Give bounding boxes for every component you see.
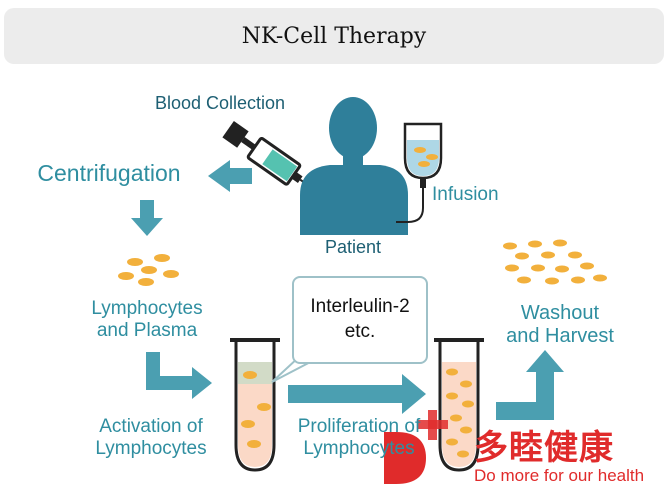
brand-slogan: Do more for our health xyxy=(474,466,645,485)
test-tube-proliferation xyxy=(434,338,484,472)
arrow-to-proliferation xyxy=(288,374,426,414)
label-proliferation-of-lymphocytes: Proliferation of Lymphocytes xyxy=(284,416,434,460)
label-washout-line2: and Harvest xyxy=(506,325,614,347)
arrow-to-activation xyxy=(146,352,212,399)
arrow-to-centrifugation xyxy=(208,160,252,192)
label-proliferation-line1: Proliferation of xyxy=(297,416,421,437)
label-lymph-line2: and Plasma xyxy=(96,319,198,341)
label-centrifugation: Centrifugation xyxy=(37,160,181,186)
title-bar: NK-Cell Therapy xyxy=(4,8,664,64)
label-lymphocytes-and-plasma: Lymphocytes and Plasma xyxy=(62,298,232,342)
interleukin-line2: etc. xyxy=(344,321,376,342)
label-washout-line1: Washout xyxy=(520,302,600,324)
label-activation-line1: Activation of xyxy=(99,416,203,437)
patient-icon xyxy=(300,97,408,235)
label-infusion: Infusion xyxy=(432,184,499,205)
label-activation-line2: Lymphocytes xyxy=(95,437,207,459)
diagram-title: NK-Cell Therapy xyxy=(241,23,427,49)
label-blood-collection: Blood Collection xyxy=(154,93,286,113)
label-activation-of-lymphocytes: Activation of Lymphocytes xyxy=(70,416,232,460)
brand-logo-icon xyxy=(384,410,448,484)
iv-bag-icon xyxy=(396,122,443,223)
arrow-to-washout xyxy=(496,350,564,420)
lymphocyte-cluster-right xyxy=(503,239,607,285)
test-tube-activation xyxy=(230,338,280,472)
label-proliferation-line2: Lymphocytes xyxy=(303,437,415,459)
lymphocyte-cluster-left xyxy=(118,254,179,286)
label-patient: Patient xyxy=(324,237,382,257)
interleukin-box: Interleulin-2 etc. xyxy=(292,276,428,364)
label-washout-and-harvest: Washout and Harvest xyxy=(484,302,636,348)
brand-name: 多睦健康 xyxy=(474,429,614,467)
label-lymph-line1: Lymphocytes xyxy=(91,298,203,319)
interleukin-line1: Interleulin-2 xyxy=(310,296,410,318)
arrow-down-1 xyxy=(131,200,163,236)
